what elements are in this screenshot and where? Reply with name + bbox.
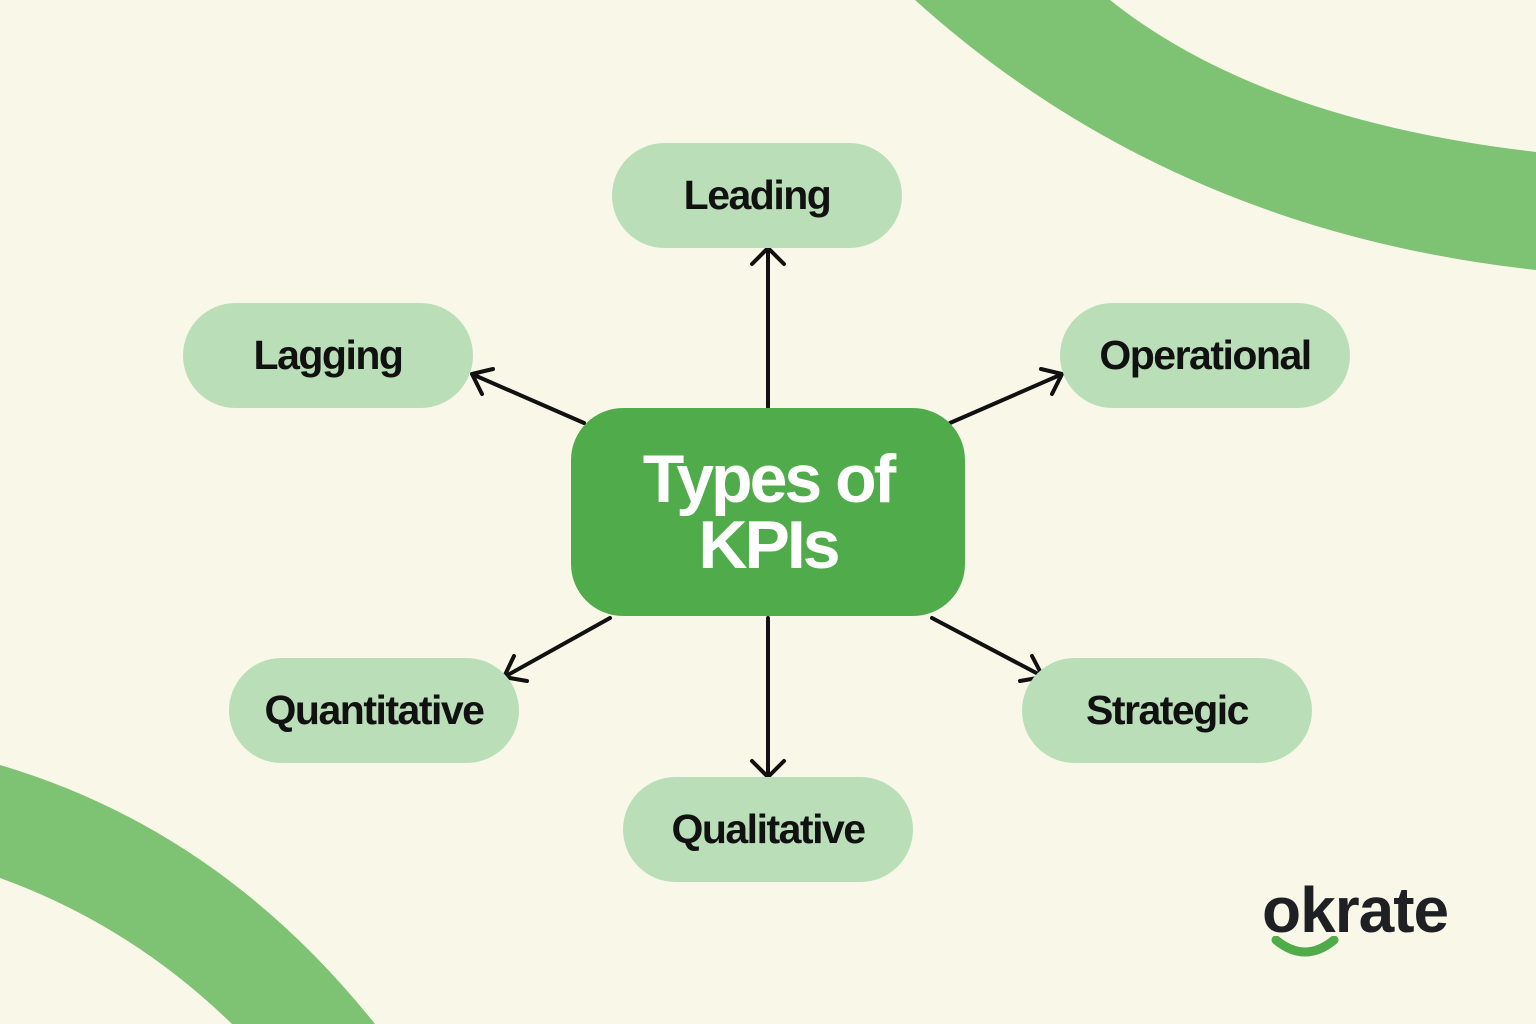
node-qualitative-label: Qualitative [671,806,866,852]
node-quantitative: Quantitative [229,658,519,763]
okrate-logo: okrate [1262,878,1494,968]
arrow-to-lagging [470,367,586,425]
node-leading-label: Leading [683,172,832,218]
node-strategic: Strategic [1022,658,1312,763]
arrow-to-leading [750,246,786,409]
arrow-to-operational [948,367,1064,425]
bottom-left-arc [0,765,375,1024]
arrow-to-quantitative [502,616,612,683]
center-title-line2: KPIs [698,507,840,583]
node-operational: Operational [1060,303,1350,408]
node-leading: Leading [612,143,902,248]
node-qualitative: Qualitative [623,777,913,882]
center-title-box: Types of KPIs [571,408,965,616]
logo-smile-icon [1271,936,1339,957]
node-lagging-label: Lagging [253,332,404,378]
node-lagging: Lagging [183,303,473,408]
node-quantitative-label: Quantitative [264,687,485,733]
top-right-arc [915,0,1536,270]
node-operational-label: Operational [1099,332,1312,378]
arrow-to-strategic [930,616,1045,683]
node-strategic-label: Strategic [1086,687,1249,733]
logo-wordmark: okrate [1262,874,1449,946]
arrow-to-qualitative [750,616,786,779]
center-title-line1: Types of [642,441,897,517]
